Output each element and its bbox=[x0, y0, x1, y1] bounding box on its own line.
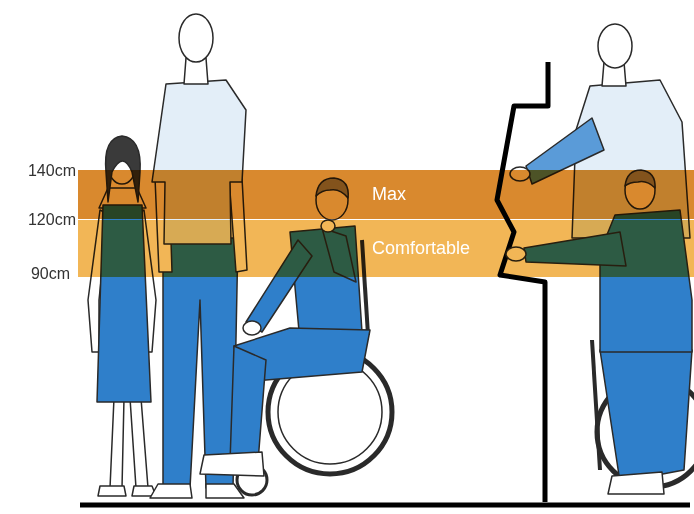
band-label: Comfortable bbox=[372, 238, 470, 260]
height-dimension: 90cm bbox=[31, 264, 70, 283]
kiosk-outline bbox=[497, 62, 548, 502]
band-label: Max bbox=[372, 184, 406, 206]
height-dimension: 120cm bbox=[28, 210, 76, 229]
height-band: Comfortable bbox=[78, 220, 694, 277]
height-band: Max bbox=[78, 170, 694, 219]
height-dimension: 140cm bbox=[28, 161, 76, 180]
floor-line bbox=[80, 503, 690, 508]
